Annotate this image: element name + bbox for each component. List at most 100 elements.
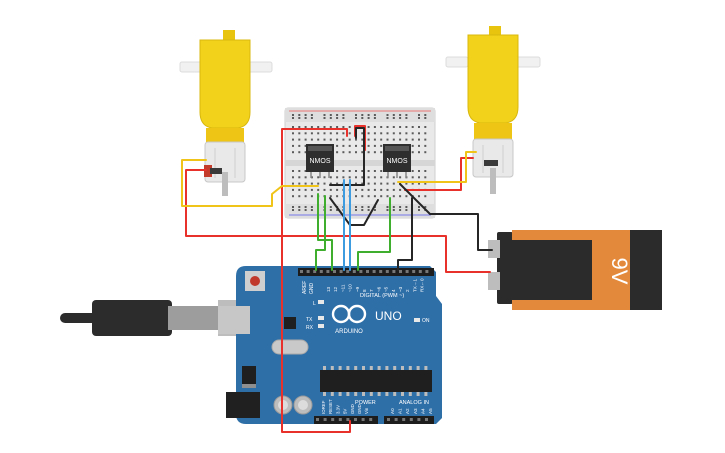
bb-hole bbox=[317, 182, 320, 185]
header-pin[interactable] bbox=[346, 418, 350, 421]
bb-hole bbox=[298, 170, 301, 172]
bb-hole bbox=[418, 114, 420, 116]
bb-hole bbox=[424, 144, 427, 147]
header-pin[interactable] bbox=[405, 270, 409, 273]
bb-hole bbox=[342, 151, 345, 154]
bb-hole bbox=[355, 188, 357, 191]
header-pin[interactable] bbox=[338, 418, 342, 421]
battery-9v[interactable]: 9V bbox=[488, 230, 662, 310]
bb-hole bbox=[405, 126, 408, 128]
header-pin[interactable] bbox=[352, 270, 356, 273]
digital-header[interactable] bbox=[298, 268, 434, 276]
header-pin[interactable] bbox=[339, 270, 343, 273]
header-pin[interactable] bbox=[346, 270, 350, 273]
header-pin[interactable] bbox=[399, 270, 402, 273]
bb-hole bbox=[336, 114, 339, 116]
header-pin[interactable] bbox=[326, 270, 330, 273]
bb-hole bbox=[392, 206, 395, 208]
rx-led bbox=[318, 324, 324, 328]
header-pin[interactable] bbox=[394, 418, 398, 421]
header-pin[interactable] bbox=[402, 418, 406, 421]
header-pin[interactable] bbox=[313, 270, 317, 273]
wire-yellow[interactable] bbox=[181, 159, 319, 207]
header-pin[interactable] bbox=[385, 270, 389, 273]
bb-hole bbox=[336, 126, 339, 128]
header-pin[interactable] bbox=[359, 270, 363, 273]
mosfet-1-label: NMOS bbox=[310, 158, 331, 165]
bb-hole bbox=[336, 176, 339, 179]
bb-hole bbox=[399, 138, 402, 141]
header-pin[interactable] bbox=[319, 270, 323, 273]
wire-black-2[interactable] bbox=[329, 197, 379, 226]
header-pin[interactable] bbox=[425, 418, 428, 421]
power-jack[interactable] bbox=[226, 392, 260, 418]
wires[interactable] bbox=[181, 125, 493, 433]
wire-red-5v[interactable] bbox=[281, 128, 351, 433]
bb-hole bbox=[418, 209, 420, 211]
header-pin[interactable] bbox=[306, 270, 310, 273]
mosfet-2[interactable]: NMOS bbox=[383, 144, 411, 178]
bb-hole bbox=[418, 182, 420, 185]
header-pin[interactable] bbox=[379, 270, 383, 273]
wire-red-motor-left[interactable] bbox=[185, 169, 491, 273]
chip-pin bbox=[362, 366, 365, 370]
chip-pin bbox=[385, 366, 389, 370]
chip-pin bbox=[424, 392, 428, 396]
header-pin[interactable] bbox=[369, 418, 373, 421]
header-pin[interactable] bbox=[412, 270, 416, 273]
bb-hole bbox=[373, 170, 376, 172]
bb-hole bbox=[361, 209, 364, 211]
bb-hole bbox=[310, 132, 313, 135]
bb-hole bbox=[373, 138, 376, 141]
bb-hole bbox=[298, 117, 301, 119]
header-pin[interactable] bbox=[392, 270, 396, 273]
bb-hole bbox=[361, 182, 364, 185]
header-pin[interactable] bbox=[323, 418, 327, 421]
power-pin-label: Vin bbox=[364, 407, 369, 414]
bb-hole bbox=[424, 126, 427, 128]
wire-black-1[interactable] bbox=[329, 127, 365, 186]
bb-hole bbox=[336, 138, 339, 141]
wire-yellow-right[interactable] bbox=[397, 151, 477, 183]
bb-hole bbox=[361, 132, 364, 135]
bb-hole bbox=[317, 176, 320, 179]
wire-black-3[interactable] bbox=[397, 197, 413, 271]
mosfet-1[interactable]: NMOS bbox=[306, 144, 334, 178]
header-pin[interactable] bbox=[425, 270, 429, 273]
wire-black-battery[interactable] bbox=[399, 183, 493, 251]
power-header[interactable] bbox=[314, 416, 378, 424]
analog-header[interactable] bbox=[384, 416, 434, 424]
header-pin[interactable] bbox=[354, 418, 357, 421]
bb-hole bbox=[367, 126, 370, 128]
breadboard[interactable] bbox=[284, 107, 436, 219]
header-pin[interactable] bbox=[418, 270, 422, 273]
gnd-label: GND bbox=[309, 283, 315, 295]
bb-hole bbox=[380, 144, 383, 147]
header-pin[interactable] bbox=[366, 270, 369, 273]
bb-hole bbox=[310, 126, 313, 128]
wire-green-2[interactable] bbox=[315, 195, 326, 271]
bb-hole bbox=[411, 132, 414, 135]
bb-hole bbox=[304, 209, 307, 211]
wire-green-3[interactable] bbox=[357, 197, 391, 271]
bb-hole bbox=[418, 117, 420, 119]
header-pin[interactable] bbox=[300, 270, 303, 273]
bb-hole bbox=[329, 188, 332, 191]
usb-chip bbox=[284, 317, 296, 329]
header-pin[interactable] bbox=[333, 270, 336, 273]
header-pin[interactable] bbox=[361, 418, 365, 421]
header-pin[interactable] bbox=[331, 418, 335, 421]
header-pin[interactable] bbox=[409, 418, 413, 421]
dc-motor-right[interactable] bbox=[445, 26, 541, 194]
bb-hole bbox=[342, 170, 345, 172]
bb-hole bbox=[411, 138, 414, 141]
header-pin[interactable] bbox=[372, 270, 376, 273]
header-pin[interactable] bbox=[316, 418, 319, 421]
bb-hole bbox=[304, 151, 307, 154]
dc-motor-left[interactable] bbox=[179, 30, 273, 196]
header-pin[interactable] bbox=[387, 418, 390, 421]
bb-hole bbox=[336, 144, 339, 147]
header-pin[interactable] bbox=[417, 418, 421, 421]
